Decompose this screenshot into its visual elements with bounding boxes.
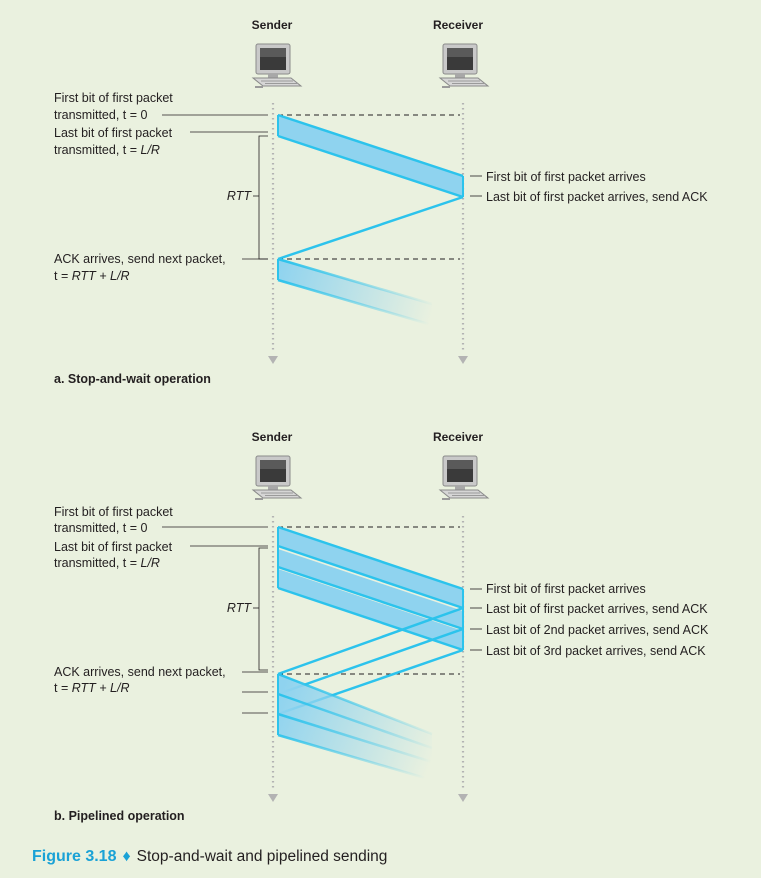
packet-band-2	[278, 549, 463, 629]
next-packet-last-bit	[277, 278, 433, 327]
packet-edge	[277, 525, 464, 591]
ack-label-line2: t = RTT + L/R	[54, 681, 130, 695]
next-packet-edge	[277, 733, 433, 782]
last-bit-label-line1: Last bit of first packet	[54, 540, 173, 554]
sender-header: Sender	[252, 18, 293, 32]
receiver-timeline-arrow	[458, 794, 468, 802]
figure-title-text: Stop-and-wait and pipelined sending	[137, 848, 388, 865]
figure-caption: Figure 3.18 ♦ Stop-and-wait and pipelined …	[32, 848, 387, 865]
ack-label-line2: t = RTT + L/R	[54, 269, 130, 283]
rx-last-bit-1-label: Last bit of first packet arrives, send A…	[486, 602, 708, 616]
ack-label-line1: ACK arrives, send next packet,	[54, 665, 226, 679]
first-bit-label-line2: transmitted, t = 0	[54, 521, 147, 535]
ack-line-2	[277, 627, 464, 696]
first-bit-label-line1: First bit of first packet	[54, 91, 173, 105]
last-bit-label-line1: Last bit of first packet	[54, 126, 173, 140]
caption-a: a. Stop-and-wait operation	[54, 372, 211, 386]
packet-band-1	[278, 527, 463, 608]
figure-separator: ♦	[122, 848, 130, 865]
figure-number: Figure 3.18	[32, 848, 117, 865]
last-bit-label-line2: transmitted, t = L/R	[54, 556, 160, 570]
next-packets-band	[278, 674, 432, 780]
packet-band	[278, 115, 463, 197]
ack-line-1	[277, 606, 464, 676]
rtt-label: RTT	[227, 601, 252, 615]
last-bit-line	[277, 134, 464, 199]
rx-last-bit-3-label: Last bit of 3rd packet arrives, send ACK	[486, 644, 706, 658]
next-packet-edge	[277, 692, 433, 750]
rx-last-bit-label: Last bit of first packet arrives, send A…	[486, 190, 708, 204]
caption-b: b. Pipelined operation	[54, 809, 185, 823]
next-packet-first-bit	[277, 257, 433, 306]
sender-timeline-arrow	[268, 356, 278, 364]
first-bit-line	[277, 113, 464, 178]
rx-last-bit-2-label: Last bit of 2nd packet arrives, send ACK	[486, 623, 709, 637]
receiver-header: Receiver	[433, 430, 483, 444]
first-bit-label-line1: First bit of first packet	[54, 505, 173, 519]
rx-first-bit-label: First bit of first packet arrives	[486, 582, 646, 596]
computer-icon	[252, 455, 302, 501]
next-packet-edge	[277, 712, 433, 764]
next-packet-edge	[277, 672, 433, 736]
rtt-bracket	[258, 547, 268, 671]
receiver-header: Receiver	[433, 18, 483, 32]
computer-icon	[439, 43, 489, 89]
first-bit-label-line2: transmitted, t = 0	[54, 108, 147, 122]
rx-first-bit-label: First bit of first packet arrives	[486, 170, 646, 184]
next-packet-band	[278, 259, 432, 325]
sender-header: Sender	[252, 430, 293, 444]
stop-and-wait-panel: Sender Receiver First bit of first packe…	[54, 18, 708, 386]
ack-label-line1: ACK arrives, send next packet,	[54, 252, 226, 266]
last-bit-label-line2: transmitted, t = L/R	[54, 143, 160, 157]
rtt-label: RTT	[227, 189, 252, 203]
packet-edge	[277, 544, 464, 610]
ack-line	[277, 195, 464, 261]
computer-icon	[439, 455, 489, 501]
receiver-timeline-arrow	[458, 356, 468, 364]
figure-title: Figure 3.18 ♦ Stop-and-wait and pipelined …	[32, 848, 387, 865]
pipelined-panel: Sender Receiver First bit	[54, 430, 709, 823]
sender-timeline-arrow	[268, 794, 278, 802]
packet-band-3	[278, 569, 463, 650]
computer-icon	[252, 43, 302, 89]
rtt-bracket	[258, 135, 268, 260]
